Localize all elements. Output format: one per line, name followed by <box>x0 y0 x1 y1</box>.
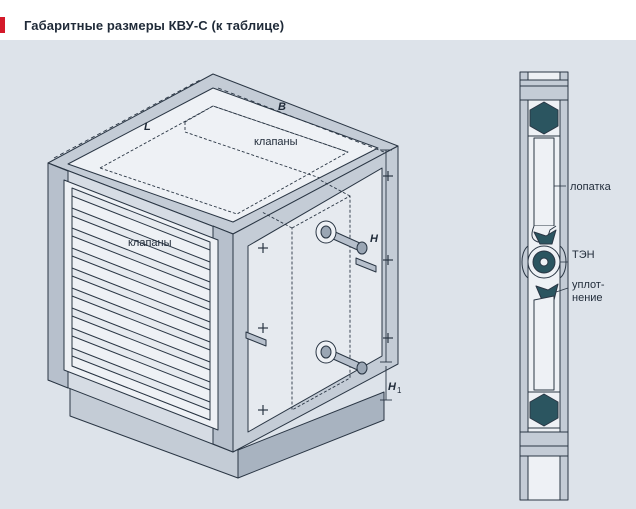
unit-top <box>47 73 399 235</box>
dimension-H1-subscript: 1 <box>397 386 402 395</box>
page-title: Габаритные размеры КВУ-С (к таблице) <box>24 18 285 33</box>
front-louvers-label: клапаны <box>128 237 172 249</box>
dimension-H1-label: H <box>388 381 397 393</box>
top-seal <box>533 229 557 245</box>
louver-blades <box>71 195 211 421</box>
seal-label-line2: нение <box>572 292 603 304</box>
dimension-lines <box>53 79 392 401</box>
connection-pipes <box>245 220 377 375</box>
dimension-H-label: H <box>370 233 379 245</box>
top-bolt-hex <box>529 101 559 135</box>
top-louvers-label: клапаны <box>254 136 298 148</box>
bottom-bolt-hex <box>529 393 559 427</box>
dimension-L-label: L <box>144 121 151 133</box>
unit-drawing <box>47 73 399 479</box>
seal-label-line1: уплот- <box>572 279 605 291</box>
section-detail <box>519 71 569 501</box>
title-bar: Габаритные размеры КВУ-С (к таблице) <box>0 0 636 40</box>
diagram-labels: клапаны клапаны L B H H 1 лопатка ТЭН уп… <box>128 101 612 395</box>
dimension-B-label: B <box>278 101 286 113</box>
blade-label: лопатка <box>570 181 612 193</box>
title-accent-marker <box>0 17 5 33</box>
heater-label: ТЭН <box>572 249 595 261</box>
